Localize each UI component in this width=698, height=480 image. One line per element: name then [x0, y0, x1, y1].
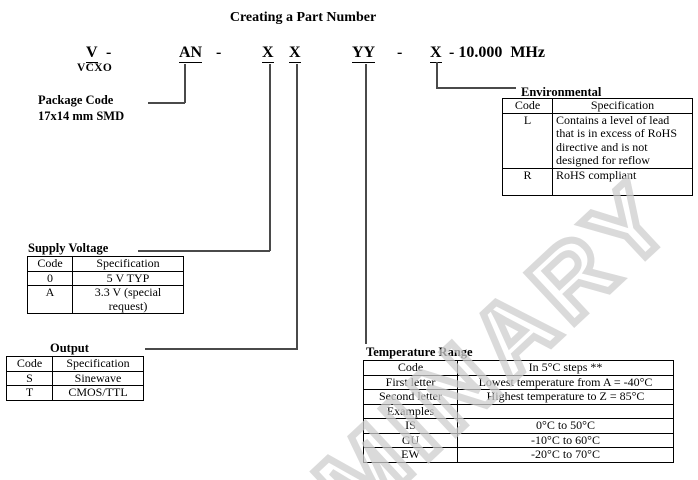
- table-row: IS 0°C to 50°C: [363, 418, 674, 434]
- output-title: Output: [50, 341, 89, 355]
- cell-code: A: [27, 285, 73, 314]
- cell-spec: 0°C to 50°C: [457, 418, 674, 434]
- header-specification: Specification: [72, 256, 184, 272]
- temperature-range-table: Code In 5°C steps ** First letter Lowest…: [363, 360, 674, 463]
- cell-spec: Contains a level of lead that is in exce…: [552, 112, 693, 169]
- package-code-label-line1: Package Code: [38, 93, 114, 107]
- pn-separator-1: -: [106, 44, 112, 61]
- environmental-table: Code Specification L Contains a level of…: [502, 98, 693, 196]
- package-code-label-line2: 17x14 mm SMD: [38, 109, 125, 123]
- table-row: T CMOS/TTL: [6, 385, 144, 401]
- supply-voltage-table: Code Specification 0 5 V TYP A 3.3 V (sp…: [27, 256, 184, 314]
- cell-code: T: [6, 385, 53, 401]
- pn-frequency: - 10.000 MHz: [449, 44, 545, 61]
- connector-package-vertical: [184, 64, 186, 103]
- pn-temp-code: YY: [352, 44, 376, 63]
- table-row: R RoHS compliant: [502, 167, 693, 196]
- header-specification: Specification: [552, 98, 693, 114]
- header-specification: Specification: [52, 356, 144, 372]
- page-title: Creating a Part Number: [229, 10, 377, 25]
- connector-supply-vertical: [269, 64, 271, 251]
- connector-temperature-vertical: [365, 64, 367, 344]
- cell-spec: CMOS/TTL: [52, 385, 144, 401]
- cell-spec: Lowest temperature from A = -40°C: [457, 374, 674, 390]
- table-row: Examples: [363, 403, 674, 419]
- cell-spec: Sinewave: [52, 370, 144, 386]
- connector-environmental-horizontal: [436, 87, 516, 89]
- header-code: Code: [6, 356, 53, 372]
- header-code: Code: [502, 98, 553, 114]
- cell-code: Examples: [363, 403, 458, 419]
- environmental-title: Environmental: [521, 85, 602, 99]
- table-header-row: Code Specification: [502, 98, 693, 114]
- table-row: GU -10°C to 60°C: [363, 432, 674, 448]
- supply-voltage-title: Supply Voltage: [28, 241, 109, 255]
- cell-code: GU: [363, 432, 458, 448]
- header-code: Code: [27, 256, 73, 272]
- pn-separator-2: -: [216, 44, 222, 61]
- connector-output-vertical: [296, 64, 298, 350]
- cell-code: 0: [27, 270, 73, 286]
- cell-code: EW: [363, 447, 458, 463]
- pn-prefix-caption: VCXO: [77, 62, 113, 74]
- table-row: 0 5 V TYP: [27, 270, 184, 286]
- pn-supply-code: X: [262, 44, 274, 63]
- cell-spec: -20°C to 70°C: [457, 447, 674, 463]
- cell-spec: 5 V TYP: [72, 270, 184, 286]
- table-row: L Contains a level of lead that is in ex…: [502, 112, 693, 169]
- pn-package-code: AN: [179, 44, 203, 63]
- connector-output-horizontal: [145, 348, 297, 350]
- temperature-range-title: Temperature Range: [366, 345, 473, 359]
- cell-code: L: [502, 112, 553, 169]
- table-header-row: Code Specification: [6, 356, 144, 372]
- cell-spec: -10°C to 60°C: [457, 432, 674, 448]
- cell-code: S: [6, 370, 53, 386]
- connector-supply-horizontal: [138, 250, 270, 252]
- package-code-label: Package Code 17x14 mm SMD: [38, 92, 124, 124]
- table-row: First letter Lowest temperature from A =…: [363, 374, 674, 390]
- cell-code: IS: [363, 418, 458, 434]
- pn-prefix: V: [86, 44, 98, 63]
- cell-spec: [457, 403, 674, 419]
- connector-package-horizontal: [148, 102, 185, 104]
- cell-spec: In 5°C steps **: [457, 360, 674, 376]
- table-row: Second letter Highest temperature to Z =…: [363, 389, 674, 405]
- table-row: Code In 5°C steps **: [363, 360, 674, 376]
- table-row: EW -20°C to 70°C: [363, 447, 674, 463]
- cell-spec: RoHS compliant: [552, 167, 693, 196]
- cell-spec: Highest temperature to Z = 85°C: [457, 389, 674, 405]
- pn-output-code: X: [289, 44, 301, 63]
- cell-code: R: [502, 167, 553, 196]
- connector-environmental-vertical: [436, 62, 438, 88]
- output-table: Code Specification S Sinewave T CMOS/TTL: [6, 356, 144, 401]
- cell-code: Code: [363, 360, 458, 376]
- table-row: S Sinewave: [6, 370, 144, 386]
- pn-separator-3: -: [397, 44, 403, 61]
- pn-environmental-code: X: [430, 44, 442, 63]
- cell-code: First letter: [363, 374, 458, 390]
- cell-spec: 3.3 V (special request): [72, 285, 184, 314]
- table-header-row: Code Specification: [27, 256, 184, 272]
- cell-code: Second letter: [363, 389, 458, 405]
- table-row: A 3.3 V (special request): [27, 285, 184, 314]
